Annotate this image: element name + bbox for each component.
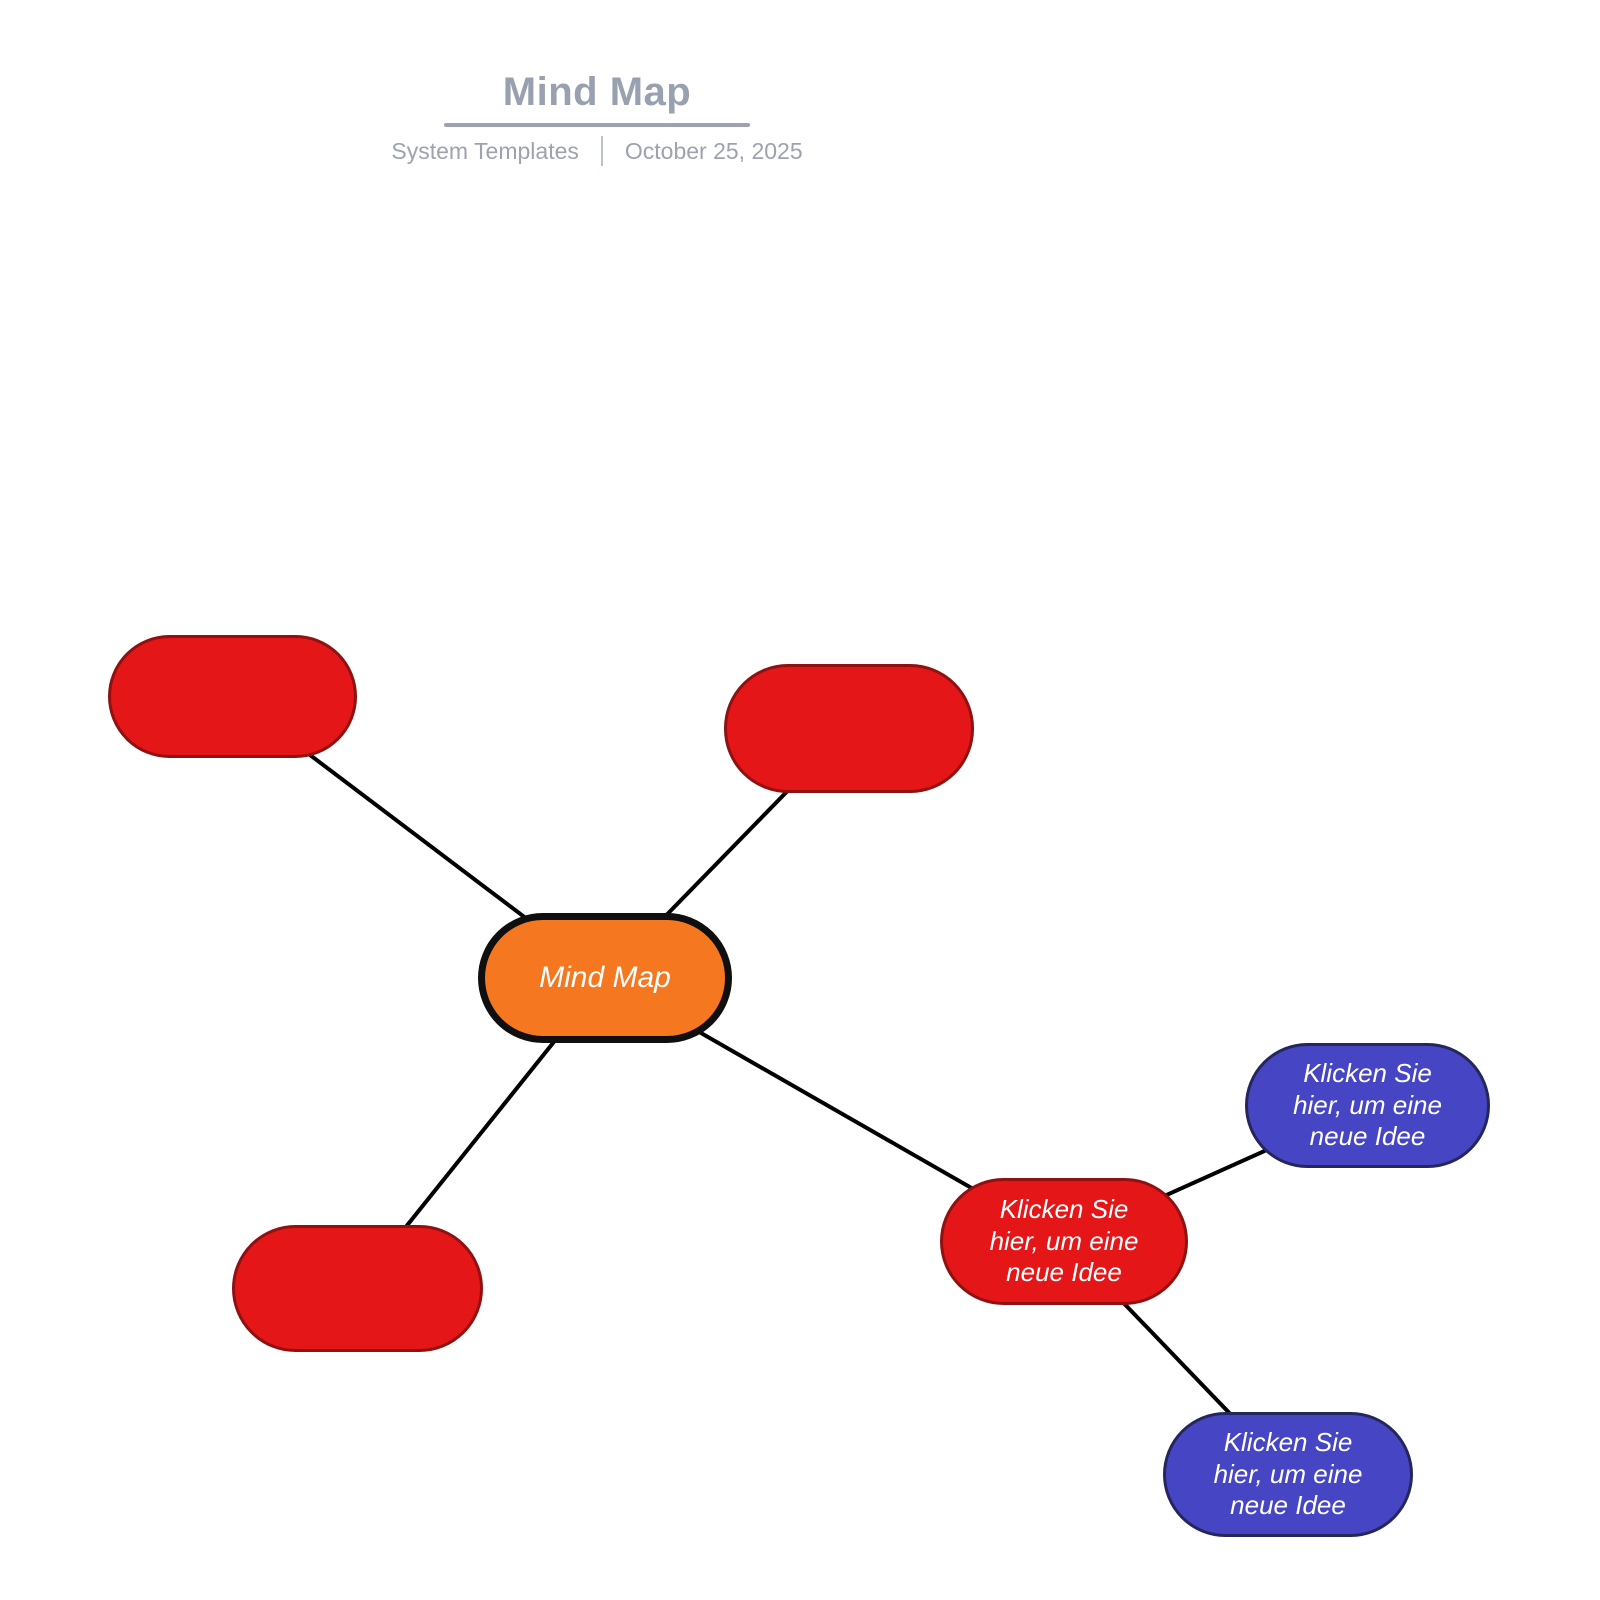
node-branch-top-center[interactable] bbox=[724, 664, 974, 793]
node-branch-bottom-left[interactable] bbox=[232, 1225, 483, 1352]
document-header: Mind Map System Templates October 25, 20… bbox=[297, 70, 897, 166]
node-child-bottom-right[interactable]: Klicken Sie hier, um eine neue Idee bbox=[1163, 1412, 1413, 1537]
document-subtitle: System Templates October 25, 2025 bbox=[391, 136, 803, 166]
node-root-label: Mind Map bbox=[539, 960, 671, 994]
subtitle-divider bbox=[600, 136, 603, 166]
node-child-top-right-label: Klicken Sie hier, um eine neue Idee bbox=[1293, 1057, 1442, 1152]
title-underline bbox=[444, 123, 750, 127]
node-child-top-right[interactable]: Klicken Sie hier, um eine neue Idee bbox=[1245, 1043, 1490, 1168]
node-branch-top-left[interactable] bbox=[108, 635, 357, 758]
subtitle-template-name: System Templates bbox=[391, 137, 579, 164]
page-title: Mind Map bbox=[502, 70, 692, 114]
subtitle-date: October 25, 2025 bbox=[624, 137, 803, 164]
node-root[interactable]: Mind Map bbox=[478, 913, 732, 1043]
node-child-bottom-right-label: Klicken Sie hier, um eine neue Idee bbox=[1213, 1426, 1363, 1521]
node-branch-right-label: Klicken Sie hier, um eine neue Idee bbox=[989, 1193, 1139, 1288]
node-branch-right[interactable]: Klicken Sie hier, um eine neue Idee bbox=[940, 1178, 1188, 1305]
